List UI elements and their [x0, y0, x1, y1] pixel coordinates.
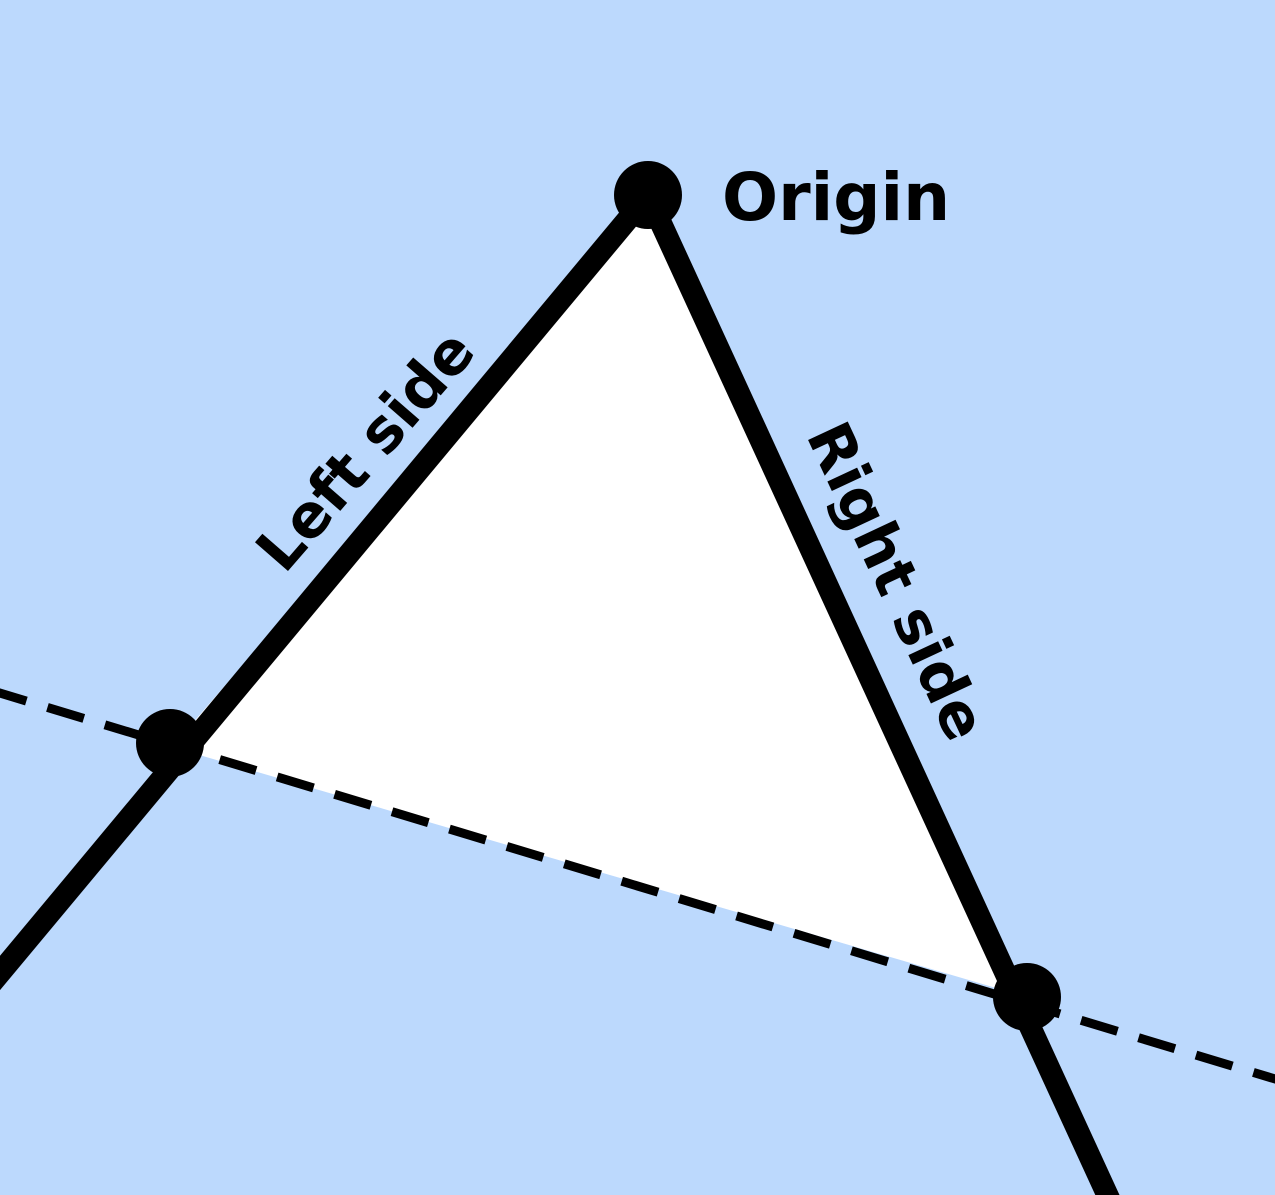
origin-label: Origin [722, 159, 950, 236]
origin-point [614, 161, 682, 229]
visible-region [172, 195, 1027, 997]
right-side-line [638, 190, 1120, 1195]
left-side-line [0, 187, 657, 991]
left-intersection-point [136, 709, 204, 777]
dashed-line [0, 688, 1275, 1084]
right-intersection-point [993, 963, 1061, 1031]
